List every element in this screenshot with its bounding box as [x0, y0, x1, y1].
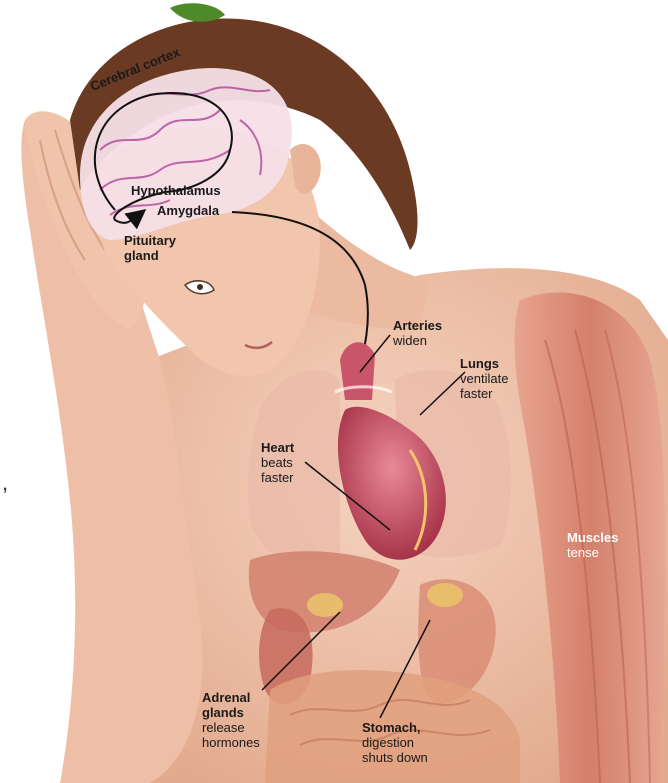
heart-label: Heart beats faster: [261, 440, 294, 485]
arteries-label: Arteries widen: [393, 318, 442, 348]
muscles-title: Muscles: [567, 530, 618, 545]
hypothalamus-label: Hypothalamus: [131, 183, 221, 198]
pituitary-title: Pituitary: [124, 233, 176, 248]
stray-mark: ,: [2, 470, 8, 496]
adrenal-title-1: Adrenal: [202, 690, 260, 705]
heart-desc-2: faster: [261, 470, 294, 485]
muscles-desc: tense: [567, 545, 618, 560]
pituitary-label: Pituitary gland: [124, 233, 176, 263]
arteries-title: Arteries: [393, 318, 442, 333]
arteries: [340, 342, 375, 400]
lungs-title: Lungs: [460, 356, 508, 371]
stomach-desc-2: shuts down: [362, 750, 428, 765]
stomach-desc-1: digestion: [362, 735, 428, 750]
heart-desc-1: beats: [261, 455, 294, 470]
lungs-label: Lungs ventilate faster: [460, 356, 508, 401]
adrenal-desc-2: hormones: [202, 735, 260, 750]
stomach-title: Stomach,: [362, 720, 428, 735]
muscles-label: Muscles tense: [567, 530, 618, 560]
arteries-desc: widen: [393, 333, 442, 348]
adrenal-title-2: glands: [202, 705, 260, 720]
lungs-desc-2: faster: [460, 386, 508, 401]
lungs-desc-1: ventilate: [460, 371, 508, 386]
amygdala-label: Amygdala: [157, 203, 219, 218]
adrenal-gland-right: [427, 583, 463, 607]
adrenal-desc-1: release: [202, 720, 260, 735]
stomach-label: Stomach, digestion shuts down: [362, 720, 428, 765]
adrenal-label: Adrenal glands release hormones: [202, 690, 260, 750]
heart-title: Heart: [261, 440, 294, 455]
pituitary-subtitle: gland: [124, 248, 176, 263]
